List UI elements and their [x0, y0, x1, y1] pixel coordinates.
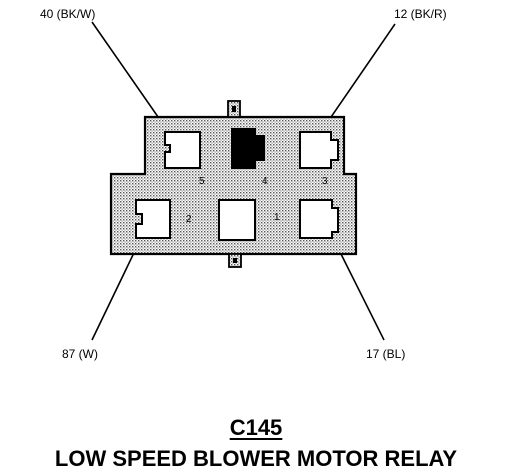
pin-number-3: 3 [322, 176, 328, 187]
pin-number-1: 1 [274, 212, 280, 223]
cavity-1 [299, 199, 339, 239]
wire-label-bottom-right: 17 (BL) [366, 347, 405, 361]
pin-number-4: 4 [262, 176, 268, 187]
connector-code: C145 [229, 415, 283, 440]
pin-number-5: 5 [199, 176, 205, 187]
cavity-4-filled [231, 128, 265, 169]
wire-label-bottom-left: 87 (W) [62, 347, 98, 361]
wire-label-top-right: 12 (BK/R) [394, 7, 447, 21]
pin-number-2: 2 [186, 214, 192, 225]
connector-diagram: 5 4 3 2 1 40 (BK/W) 12 (BK/R) 87 (W) 17 … [40, 7, 447, 361]
cavity-3 [299, 131, 339, 169]
connector-name: LOW SPEED BLOWER MOTOR RELAY [54, 446, 458, 471]
wire-label-top-left: 40 (BK/W) [40, 7, 95, 21]
cavity-2 [135, 199, 171, 239]
cavity-center [218, 199, 256, 241]
cavity-5 [164, 131, 201, 169]
